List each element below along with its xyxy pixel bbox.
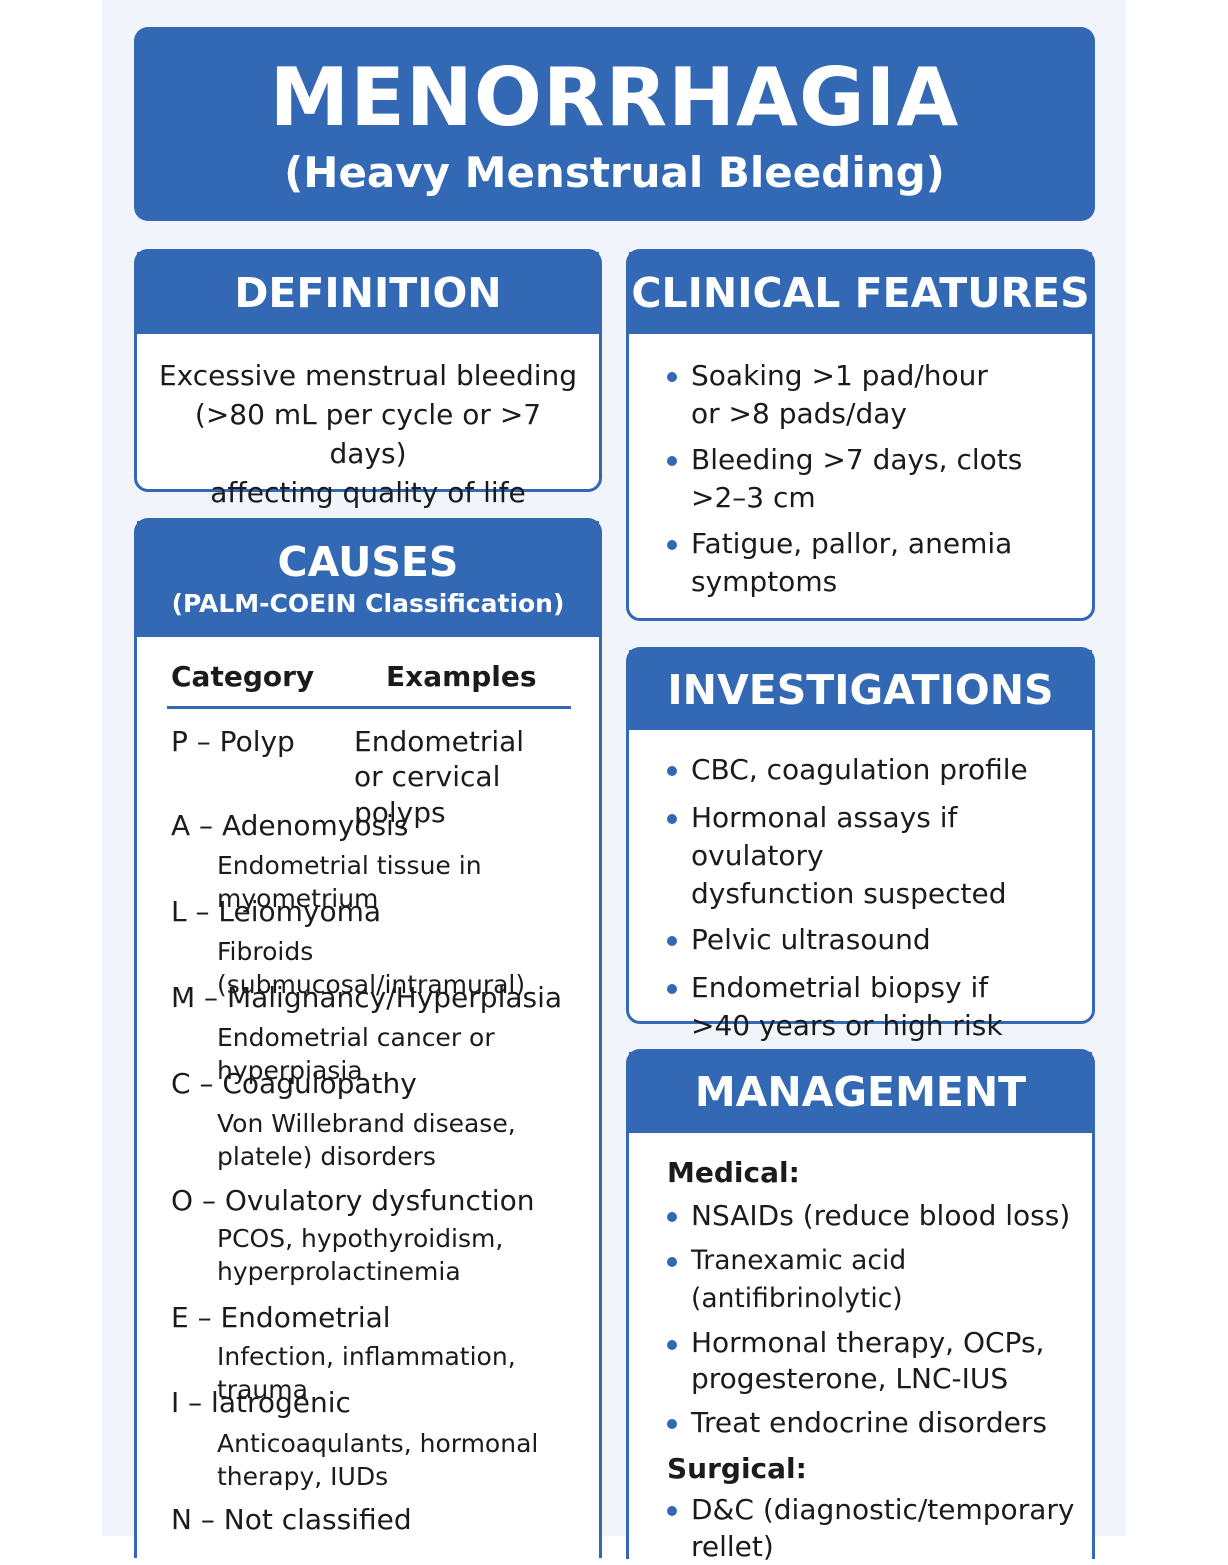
- cause-category: O – Ovulatory dysfunction: [171, 1184, 535, 1217]
- cause-example: therapy, IUDs: [217, 1462, 389, 1491]
- investigations-card: INVESTIGATIONS CBC, coagulation profile …: [626, 647, 1095, 1042]
- cause-example: PCOS, hypothyroidism,: [217, 1224, 504, 1253]
- definition-card: DEFINITION Excessive menstrual bleeding …: [134, 249, 602, 509]
- list-item-line: rellet): [691, 1530, 774, 1563]
- list-item-line: >2–3 cm: [691, 481, 816, 514]
- cause-example: or cervical polyps: [354, 760, 501, 829]
- list-item: NSAIDs (reduce blood loss): [667, 1197, 1086, 1235]
- list-item: Endometrial biopsy if >40 years or high …: [667, 969, 1084, 1045]
- definition-line: Excessive menstrual bleeding: [158, 359, 578, 392]
- table-row: P – Polyp Endometrial or cervical polyps: [171, 724, 589, 829]
- cause-example: Endometrial cancer or hyperpiasia: [217, 1023, 495, 1085]
- cause-example: platele) disorders: [217, 1142, 436, 1171]
- table-row: M – Malignancy/Hyperplasia Endometrial c…: [171, 980, 589, 1085]
- clinical-features-card: CLINICAL FEATURES Soaking >1 pad/hour or…: [626, 249, 1095, 621]
- clinical-features-heading: CLINICAL FEATURES: [631, 269, 1090, 317]
- surgical-label: Surgical:: [667, 1452, 807, 1485]
- column-header-examples: Examples: [386, 660, 537, 693]
- cause-example: Infection, inflammation, trauma: [217, 1342, 516, 1404]
- list-item-line: CBC, coagulation profile: [691, 753, 1028, 786]
- definition-header: DEFINITION: [137, 252, 599, 334]
- list-item: CBC, coagulation profile: [667, 751, 1084, 789]
- list-item: Bleeding >7 days, clots >2–3 cm: [667, 441, 1082, 517]
- cause-example: hyperprolactinemia: [217, 1257, 461, 1286]
- surgical-list: D&C (diagnostic/temporary rellet): [667, 1491, 1086, 1565]
- list-item: Fatigue, pallor, anemia symptoms: [667, 525, 1082, 601]
- cause-example: Von Willebrand disease,: [217, 1109, 516, 1138]
- list-item-line: Soaking >1 pad/hour: [691, 359, 988, 392]
- causes-heading: CAUSES: [277, 538, 459, 586]
- list-item: Hormonal assays if ovulatory dysfunction…: [667, 799, 1084, 913]
- table-row: N – Not classified: [171, 1502, 589, 1542]
- cause-category: A – Adenomyosis: [171, 809, 409, 842]
- cause-category: L – Leiomyoma: [171, 895, 382, 928]
- cause-category: E – Endometrial: [171, 1301, 391, 1334]
- table-row: A – Adenomyosis Endometrial tissue in my…: [171, 808, 589, 913]
- list-item-line: >40 years or high risk: [691, 1009, 1003, 1042]
- investigations-list: CBC, coagulation profile Hormonal assays…: [629, 730, 1092, 1045]
- cause-example: Endometrial tissue in myometrium: [217, 851, 482, 913]
- list-item-line: Endometrial biopsy if: [691, 971, 989, 1004]
- investigations-header: INVESTIGATIONS: [629, 650, 1092, 730]
- page-title: MENORRHAGIA: [269, 51, 960, 144]
- causes-card: CAUSES (PALM-COEIN Classification) Categ…: [134, 518, 602, 1558]
- cause-example: Anticoaqulants, hormonal: [217, 1429, 539, 1458]
- table-row: L – Leiomyoma Fibroids (submucosal/intra…: [171, 894, 589, 999]
- definition-body: Excessive menstrual bleeding (>80 mL per…: [137, 334, 599, 512]
- clinical-features-list: Soaking >1 pad/hour or >8 pads/day Bleed…: [629, 334, 1092, 601]
- list-item-line: Hormonal therapy, OCPs,: [691, 1326, 1045, 1359]
- page-subtitle: (Heavy Menstrual Bleeding): [284, 148, 945, 197]
- causes-table-body: P – Polyp Endometrial or cervical polyps…: [137, 709, 599, 1542]
- investigations-heading: INVESTIGATIONS: [667, 666, 1054, 714]
- clinical-features-header: CLINICAL FEATURES: [629, 252, 1092, 334]
- cause-example: Endometrial: [354, 725, 525, 758]
- definition-line: affecting quality of life: [210, 476, 526, 509]
- cause-category: P – Polyp: [171, 725, 295, 758]
- list-item-line: NSAIDs (reduce blood loss): [691, 1199, 1071, 1232]
- list-item-line: Treat endocrine disorders: [691, 1406, 1047, 1439]
- table-row: O – Ovulatory dysfunction PCOS, hypothyr…: [171, 1183, 589, 1300]
- list-item-line: or >8 pads/day: [691, 397, 907, 430]
- list-item-line: Bleeding >7 days, clots: [691, 443, 1023, 476]
- list-item-line: dysfunction suspected: [691, 877, 1007, 910]
- table-row: C – Coagulopathy Von Willebrand disease,…: [171, 1066, 589, 1183]
- definition-heading: DEFINITION: [234, 269, 502, 317]
- cause-category: C – Coagulopathy: [171, 1067, 417, 1100]
- cause-category: M – Malignancy/Hyperplasia: [171, 981, 563, 1014]
- list-item-line: Tranexamic acid (antifibrinolytic): [691, 1245, 907, 1314]
- management-header: MANAGEMENT: [629, 1052, 1092, 1133]
- list-item: D&C (diagnostic/temporary rellet): [667, 1491, 1086, 1565]
- list-item: Treat endocrine disorders: [667, 1404, 1086, 1442]
- cause-example: Fibroids (submucosal/intramural): [217, 937, 526, 999]
- list-item: Tranexamic acid (antifibrinolytic): [667, 1242, 1086, 1318]
- causes-table-header: Category Examples: [167, 657, 571, 709]
- list-item-line: progesterone, LNC-IUS: [691, 1362, 1009, 1395]
- list-item: Soaking >1 pad/hour or >8 pads/day: [667, 357, 1082, 433]
- list-item-line: symptoms: [691, 565, 838, 598]
- medical-list: NSAIDs (reduce blood loss) Tranexamic ac…: [667, 1197, 1086, 1442]
- list-item-line: Hormonal assays if ovulatory: [691, 801, 958, 872]
- definition-line: (>80 mL per cycle or >7 days): [194, 398, 542, 470]
- management-heading: MANAGEMENT: [694, 1068, 1027, 1116]
- causes-subheading: (PALM-COEIN Classification): [171, 589, 565, 618]
- column-header-category: Category: [171, 660, 315, 693]
- cause-category: N – Not classified: [171, 1503, 412, 1536]
- table-row: I – latrogenic Anticoaqulants, hormonal …: [171, 1385, 589, 1502]
- list-item: Hormonal therapy, OCPs, progesterone, LN…: [667, 1325, 1086, 1397]
- title-banner: MENORRHAGIA (Heavy Menstrual Bleeding): [134, 27, 1095, 221]
- cause-category: I – latrogenic: [171, 1386, 351, 1419]
- table-row: E – Endometrial Infection, inflammation,…: [171, 1300, 589, 1404]
- list-item-line: Pelvic ultrasound: [691, 923, 931, 956]
- list-item: Pelvic ultrasound: [667, 921, 1084, 959]
- causes-header: CAUSES (PALM-COEIN Classification): [137, 521, 599, 637]
- list-item-line: Fatigue, pallor, anemia: [691, 527, 1013, 560]
- list-item-line: D&C (diagnostic/temporary: [691, 1493, 1075, 1526]
- medical-label: Medical:: [667, 1156, 800, 1189]
- management-body: Medical: NSAIDs (reduce blood loss) Tran…: [629, 1133, 1092, 1565]
- management-card: MANAGEMENT Medical: NSAIDs (reduce blood…: [626, 1049, 1095, 1563]
